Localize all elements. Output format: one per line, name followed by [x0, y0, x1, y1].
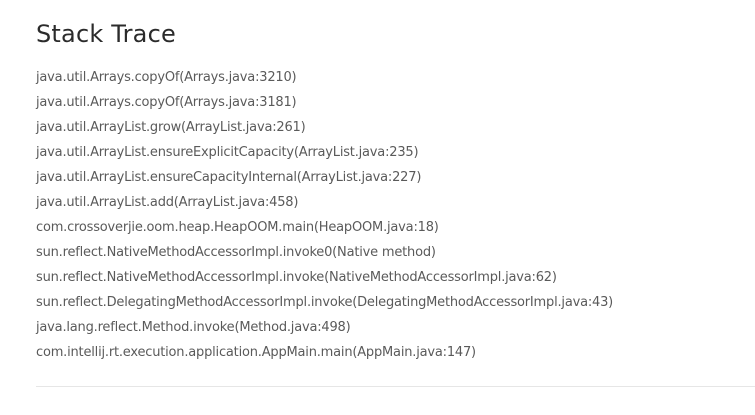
stack-frame: java.util.ArrayList.add(ArrayList.java:4…: [36, 195, 299, 210]
stack-frame: sun.reflect.DelegatingMethodAccessorImpl…: [36, 295, 614, 310]
stack-trace-list: java.util.Arrays.copyOf(Arrays.java:3210…: [36, 67, 613, 367]
stack-frame: java.util.Arrays.copyOf(Arrays.java:3181…: [36, 95, 297, 110]
stack-frame: sun.reflect.NativeMethodAccessorImpl.inv…: [36, 270, 557, 285]
stack-frame: java.util.ArrayList.ensureExplicitCapaci…: [36, 145, 419, 160]
stack-frame: java.util.ArrayList.ensureCapacityIntern…: [36, 170, 422, 185]
stack-frame: java.util.ArrayList.grow(ArrayList.java:…: [36, 120, 306, 135]
stack-frame: java.util.Arrays.copyOf(Arrays.java:3210…: [36, 70, 297, 85]
stack-frame: com.intellij.rt.execution.application.Ap…: [36, 345, 476, 360]
stack-frame: sun.reflect.NativeMethodAccessorImpl.inv…: [36, 245, 436, 260]
stack-frame: java.lang.reflect.Method.invoke(Method.j…: [36, 320, 351, 335]
stack-frame: com.crossoverjie.oom.heap.HeapOOM.main(H…: [36, 220, 439, 235]
divider: [36, 386, 755, 387]
page-title: Stack Trace: [36, 20, 176, 48]
